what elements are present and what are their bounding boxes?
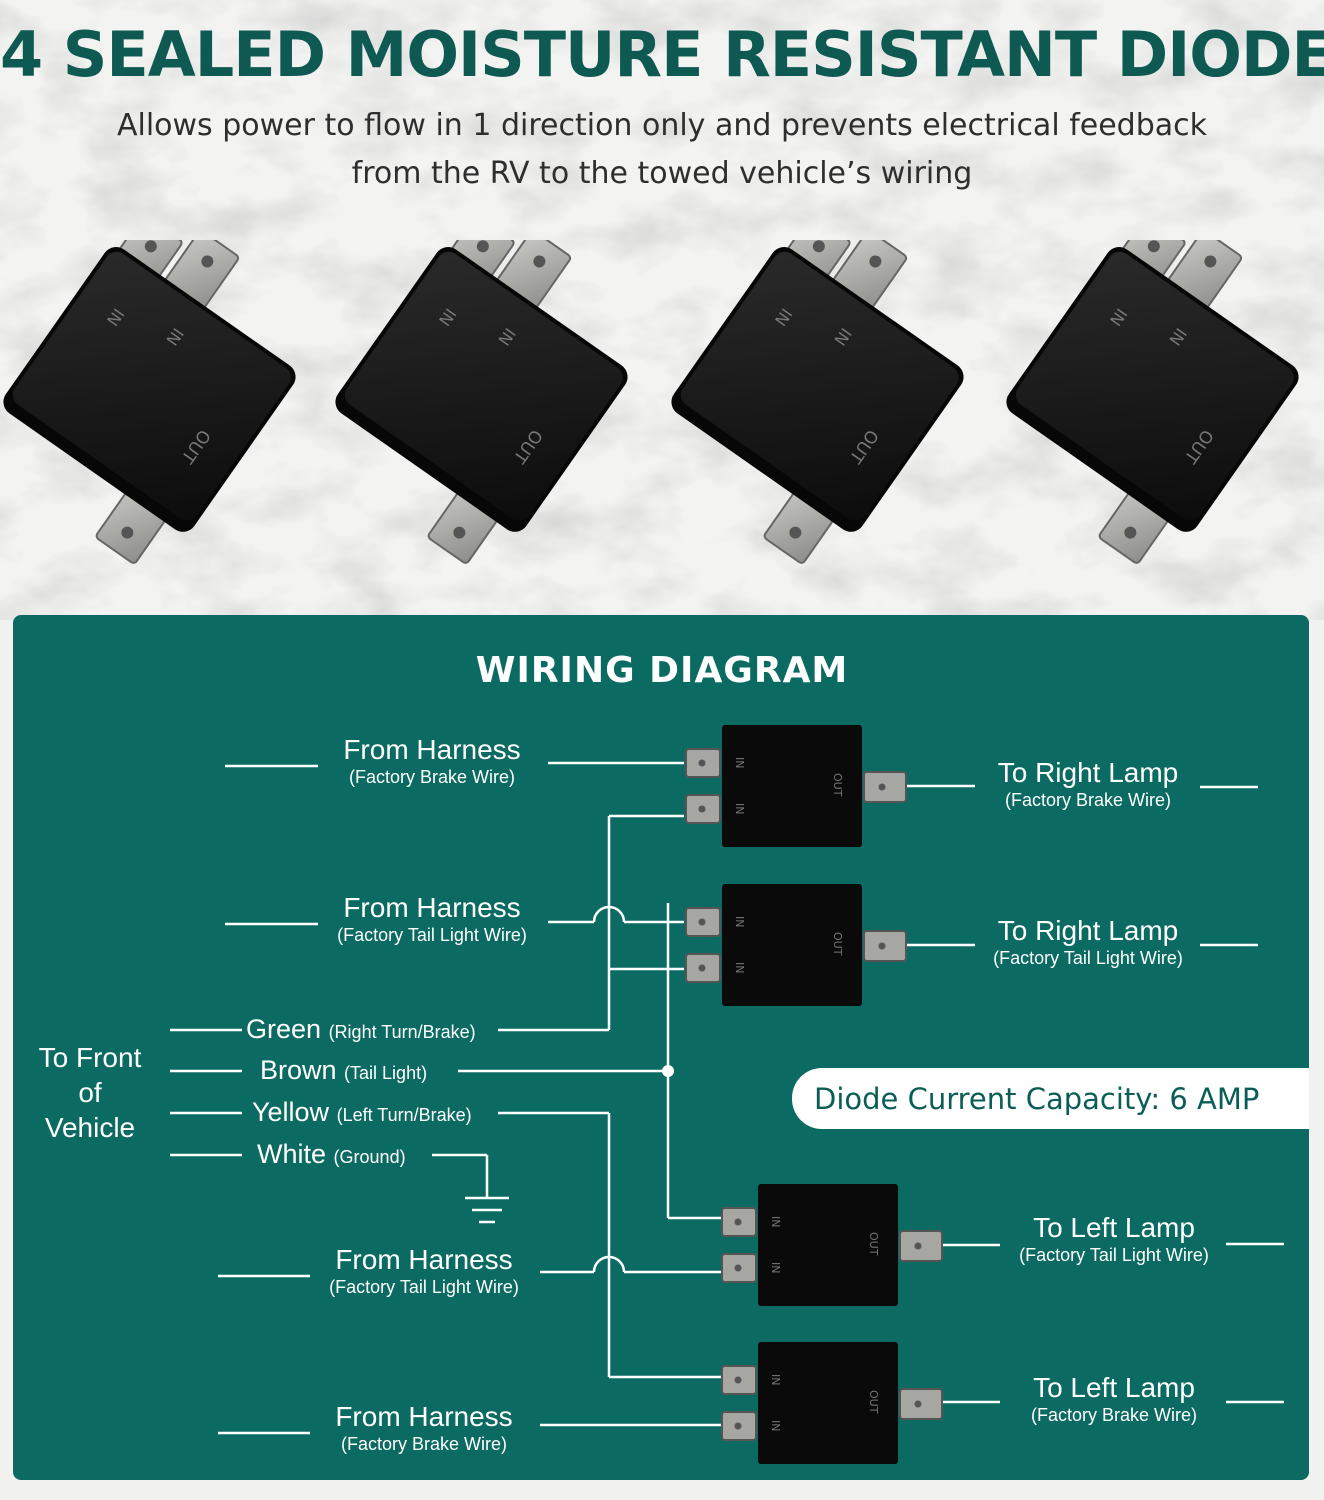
diode-photo-3 xyxy=(635,240,1005,570)
lamp-label-3: To Left Lamp (Factory Tail Light Wire) xyxy=(1019,1212,1209,1265)
wire-brown-label: Brown (Tail Light) xyxy=(260,1055,428,1085)
capacity-badge: Diode Current Capacity: 6 AMP xyxy=(792,1068,1309,1129)
diode-symbol-1 xyxy=(685,724,907,848)
lamp-label-4: To Left Lamp (Factory Brake Wire) xyxy=(1030,1372,1198,1425)
diode-photo-4 xyxy=(970,240,1324,570)
harness-label-4: From Harness (Factory Brake Wire) xyxy=(335,1401,513,1454)
headline: 4 SEALED MOISTURE RESISTANT DIODES xyxy=(0,18,1324,91)
wiring-diagram-title: WIRING DIAGRAM xyxy=(475,650,849,691)
harness-label-1: From Harness (Factory Brake Wire) xyxy=(343,734,521,787)
capacity-text: Diode Current Capacity: 6 AMP xyxy=(814,1082,1260,1116)
lamp-label-2: To Right Lamp (Factory Tail Light Wire) xyxy=(993,915,1183,968)
diode-photo-1 xyxy=(0,240,337,570)
diode-product-row: IN IN OUT xyxy=(0,240,1324,570)
diode-symbol-2 xyxy=(685,883,907,1007)
wire-green-label: Green (Right Turn/Brake) xyxy=(246,1014,476,1044)
wire-yellow-label: Yellow (Left Turn/Brake) xyxy=(252,1097,472,1127)
wiring-diagram-panel xyxy=(13,615,1309,1480)
front-of-vehicle-label: To Front of Vehicle xyxy=(38,1042,142,1143)
lamp-label-1: To Right Lamp (Factory Brake Wire) xyxy=(997,757,1179,810)
subline-1: Allows power to flow in 1 direction only… xyxy=(116,108,1208,143)
harness-label-3: From Harness (Factory Tail Light Wire) xyxy=(329,1244,519,1297)
subline-2: from the RV to the towed vehicle’s wirin… xyxy=(351,156,973,191)
wire-white-label: White (Ground) xyxy=(257,1139,406,1169)
diode-symbol-4 xyxy=(721,1341,943,1465)
harness-label-2: From Harness (Factory Tail Light Wire) xyxy=(337,892,527,945)
diode-photo-2 xyxy=(299,240,669,570)
wiring-schematic: IN IN OUT xyxy=(170,724,1284,1465)
diode-symbol-3 xyxy=(721,1183,943,1307)
